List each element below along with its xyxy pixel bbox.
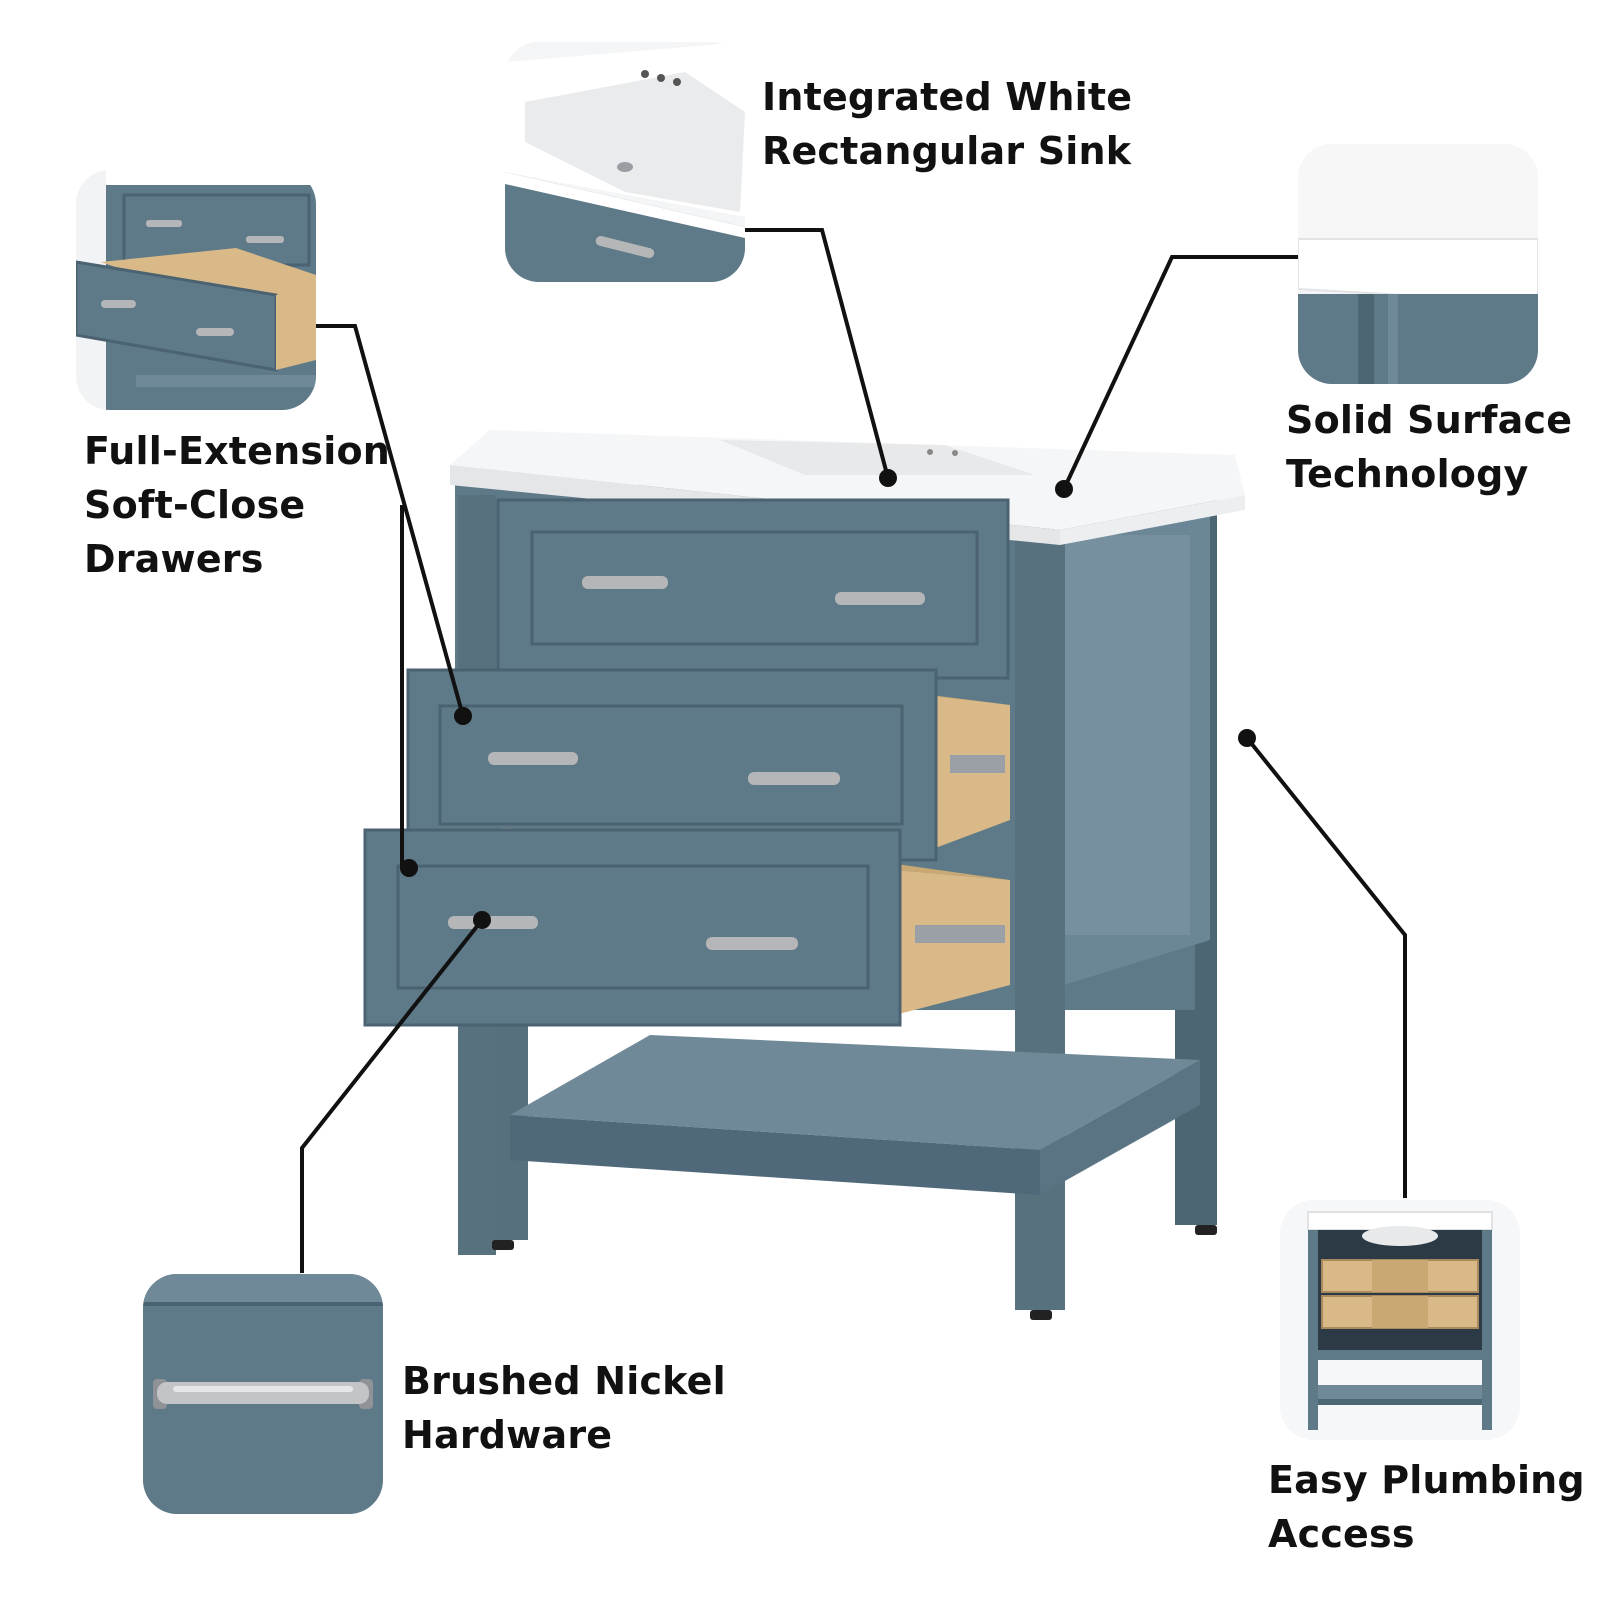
vanity-back-thumbnail-icon xyxy=(1280,1200,1520,1440)
sink-callout-dot xyxy=(879,469,897,487)
drawer-pull-thumbnail-icon xyxy=(143,1274,383,1514)
surface-callout-dot xyxy=(1055,480,1073,498)
drawers-callout-dot-secondary xyxy=(400,859,418,877)
drawers-callout-dot xyxy=(454,707,472,725)
hardware-callout-line xyxy=(300,918,484,1273)
plumbing-callout-line xyxy=(1245,736,1407,1198)
sink-thumbnail-icon xyxy=(505,42,745,282)
surface-callout-line xyxy=(1062,255,1298,490)
countertop-edge-thumbnail-icon xyxy=(1298,144,1538,384)
open-drawer-thumbnail-icon xyxy=(76,170,316,410)
sink-feature-label: Integrated White Rectangular Sink xyxy=(762,75,1133,173)
sink-callout-line xyxy=(745,228,890,479)
hardware-feature-label: Brushed Nickel Hardware xyxy=(402,1359,726,1457)
drawers-callout-line xyxy=(316,324,465,717)
drawers-feature-label: Full-Extension Soft-Close Drawers xyxy=(84,429,391,581)
plumbing-feature-label: Easy Plumbing Access xyxy=(1268,1458,1585,1556)
surface-feature-label: Solid Surface Technology xyxy=(1286,398,1573,496)
hardware-callout-dot xyxy=(473,911,491,929)
plumbing-callout-dot xyxy=(1238,729,1256,747)
